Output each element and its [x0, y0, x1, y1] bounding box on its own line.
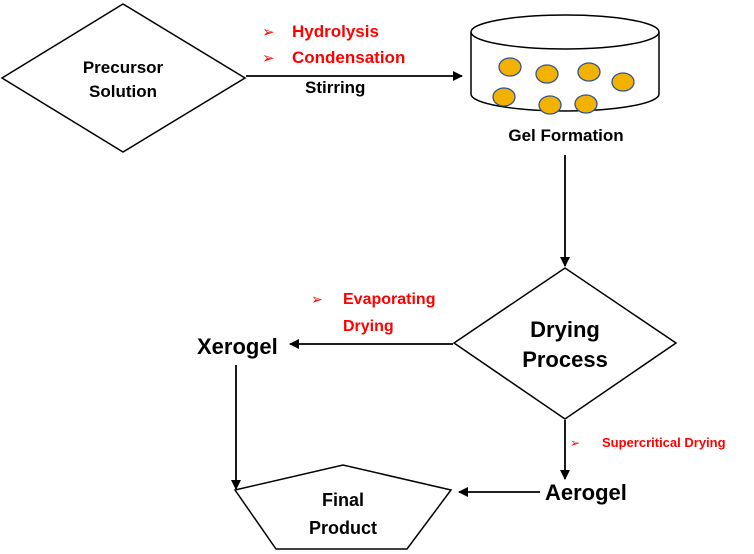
- gel-particle: [538, 95, 562, 115]
- stirring-label: Stirring: [305, 78, 365, 97]
- gel-formation-node: Gel Formation: [470, 14, 660, 145]
- precursor-diamond-shape: [0, 3, 247, 153]
- gel-particle: [492, 87, 516, 107]
- gel-particle: [611, 72, 635, 92]
- evaporating-bullet-icon: ➢: [311, 291, 323, 307]
- gel-particle: [498, 57, 522, 77]
- final-pentagon-shape: [233, 464, 453, 550]
- drying-process-node: Drying Process: [452, 267, 678, 420]
- supercritical-label: Supercritical Drying: [602, 435, 726, 450]
- final-product-node: Final Product: [233, 464, 453, 550]
- xerogel-label: Xerogel: [197, 334, 278, 359]
- condensation-bullet-icon: ➢: [262, 50, 275, 67]
- condensation-label: Condensation: [292, 48, 405, 67]
- hydrolysis-bullet-icon: ➢: [262, 24, 275, 41]
- final-label-line2: Product: [309, 518, 377, 538]
- gel-cylinder-body: [470, 32, 660, 112]
- aerogel-label: Aerogel: [545, 480, 627, 505]
- drying-label-line2: Process: [522, 347, 608, 372]
- evaporating-label: Evaporating: [343, 291, 435, 308]
- precursor-solution-node: Precursor Solution: [0, 3, 247, 153]
- drying-diamond-shape: [452, 267, 678, 420]
- gel-formation-label: Gel Formation: [508, 126, 623, 145]
- drying-label-line1: Drying: [530, 317, 600, 342]
- gel-particle: [574, 94, 598, 114]
- gel-cylinder-top: [470, 14, 660, 50]
- hydrolysis-label: Hydrolysis: [292, 22, 379, 41]
- gel-particles: [492, 57, 635, 115]
- gel-particle: [577, 62, 601, 82]
- precursor-label-line2: Solution: [89, 82, 157, 101]
- final-label-line1: Final: [322, 490, 364, 510]
- evaporating-drying-label: Drying: [343, 318, 394, 335]
- supercritical-bullet-icon: ➢: [570, 436, 580, 450]
- precursor-label-line1: Precursor: [83, 58, 164, 77]
- gel-particle: [535, 64, 559, 84]
